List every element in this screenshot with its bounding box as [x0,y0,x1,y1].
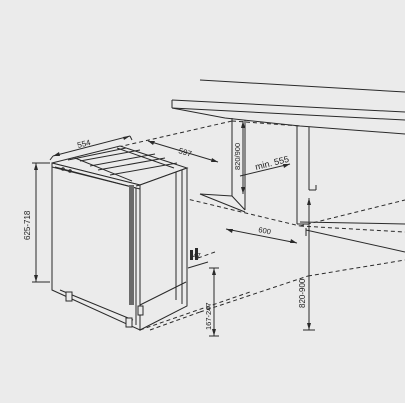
dim-depth-top [147,140,219,163]
countertop-lines [171,79,405,135]
label-niche-width: 600 [258,225,272,236]
indicator-light [68,169,72,173]
dim-width-top [49,135,133,161]
dim-niche-height-floor [303,198,315,331]
right-cabinet [296,126,405,253]
foot [65,291,73,302]
indicator-light [61,167,65,171]
label-depth-top: 597 [177,146,193,158]
dim-niche-width [225,228,298,244]
label-width-top: 554 [76,138,92,150]
label-min-depth: min. 555 [254,154,290,172]
dim-plinth-gap [187,261,209,269]
label-plinth-gap: 47 [193,253,201,260]
dim-min-depth [239,163,291,177]
foot [137,305,144,316]
dishwasher-unit [51,145,198,331]
construction-lines [104,120,405,331]
left-cabinet [199,118,246,213]
arrowheads [34,121,311,336]
label-height-unit: 625-718 [23,210,32,240]
side-panel [139,167,188,331]
side-dark-edge [129,185,134,305]
foot [125,317,133,328]
label-niche-height-floor: 820-900 [298,278,307,308]
dim-height-unit [32,162,50,283]
label-plinth-height: 167-247 [204,302,213,330]
label-niche-height-top: 820/900 [233,143,242,170]
